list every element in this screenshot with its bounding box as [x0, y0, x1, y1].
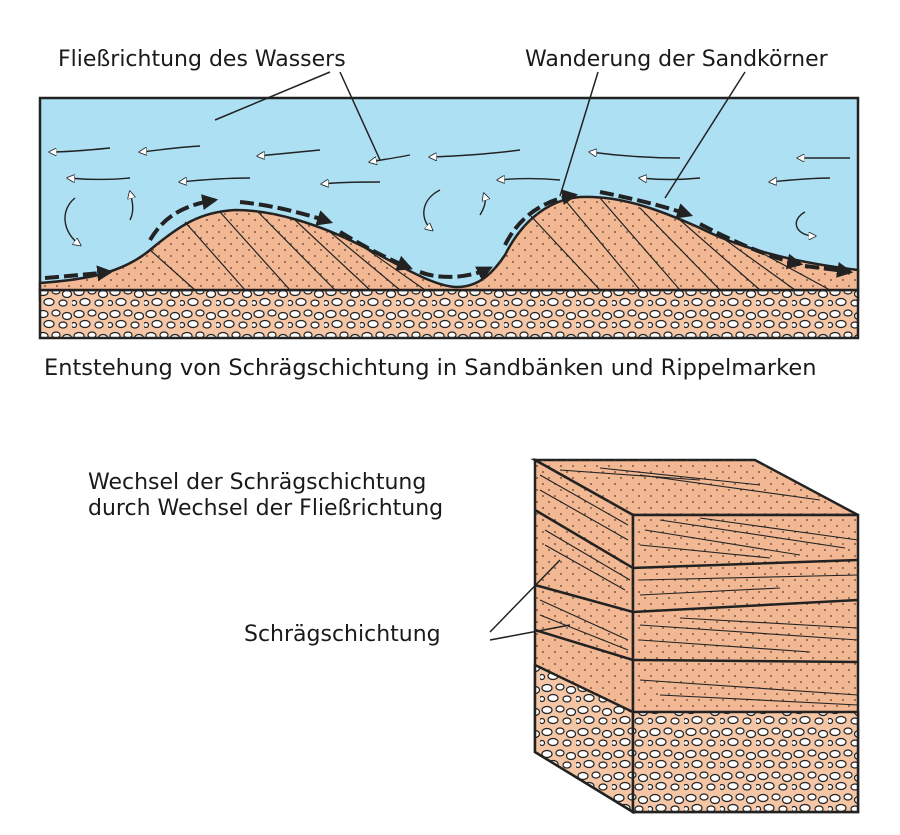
flow-direction-label: Fließrichtung des Wassers	[58, 47, 346, 72]
leader-lines-block	[489, 559, 571, 641]
leader-lines-top	[214, 71, 746, 199]
caption-label: Entstehung von Schrägschichtung in Sandb…	[44, 355, 817, 381]
change-label: Wechsel der Schrägschichtung durch Wechs…	[88, 470, 508, 523]
sand-migration-label: Wanderung der Sandkörner	[525, 47, 828, 72]
foreset-lines	[149, 197, 831, 291]
flow-arrows	[50, 145, 851, 245]
pebble-bed	[38, 288, 860, 340]
change-label-line1: Wechsel der Schrägschichtung	[88, 470, 427, 495]
change-label-line2: durch Wechsel der Fließrichtung	[88, 496, 444, 522]
sand-migration-arrows	[44, 189, 854, 282]
top-cross-section	[38, 71, 860, 340]
cross-bedding-block	[489, 457, 860, 815]
cross-bedding-label: Schrägschichtung	[244, 622, 441, 647]
